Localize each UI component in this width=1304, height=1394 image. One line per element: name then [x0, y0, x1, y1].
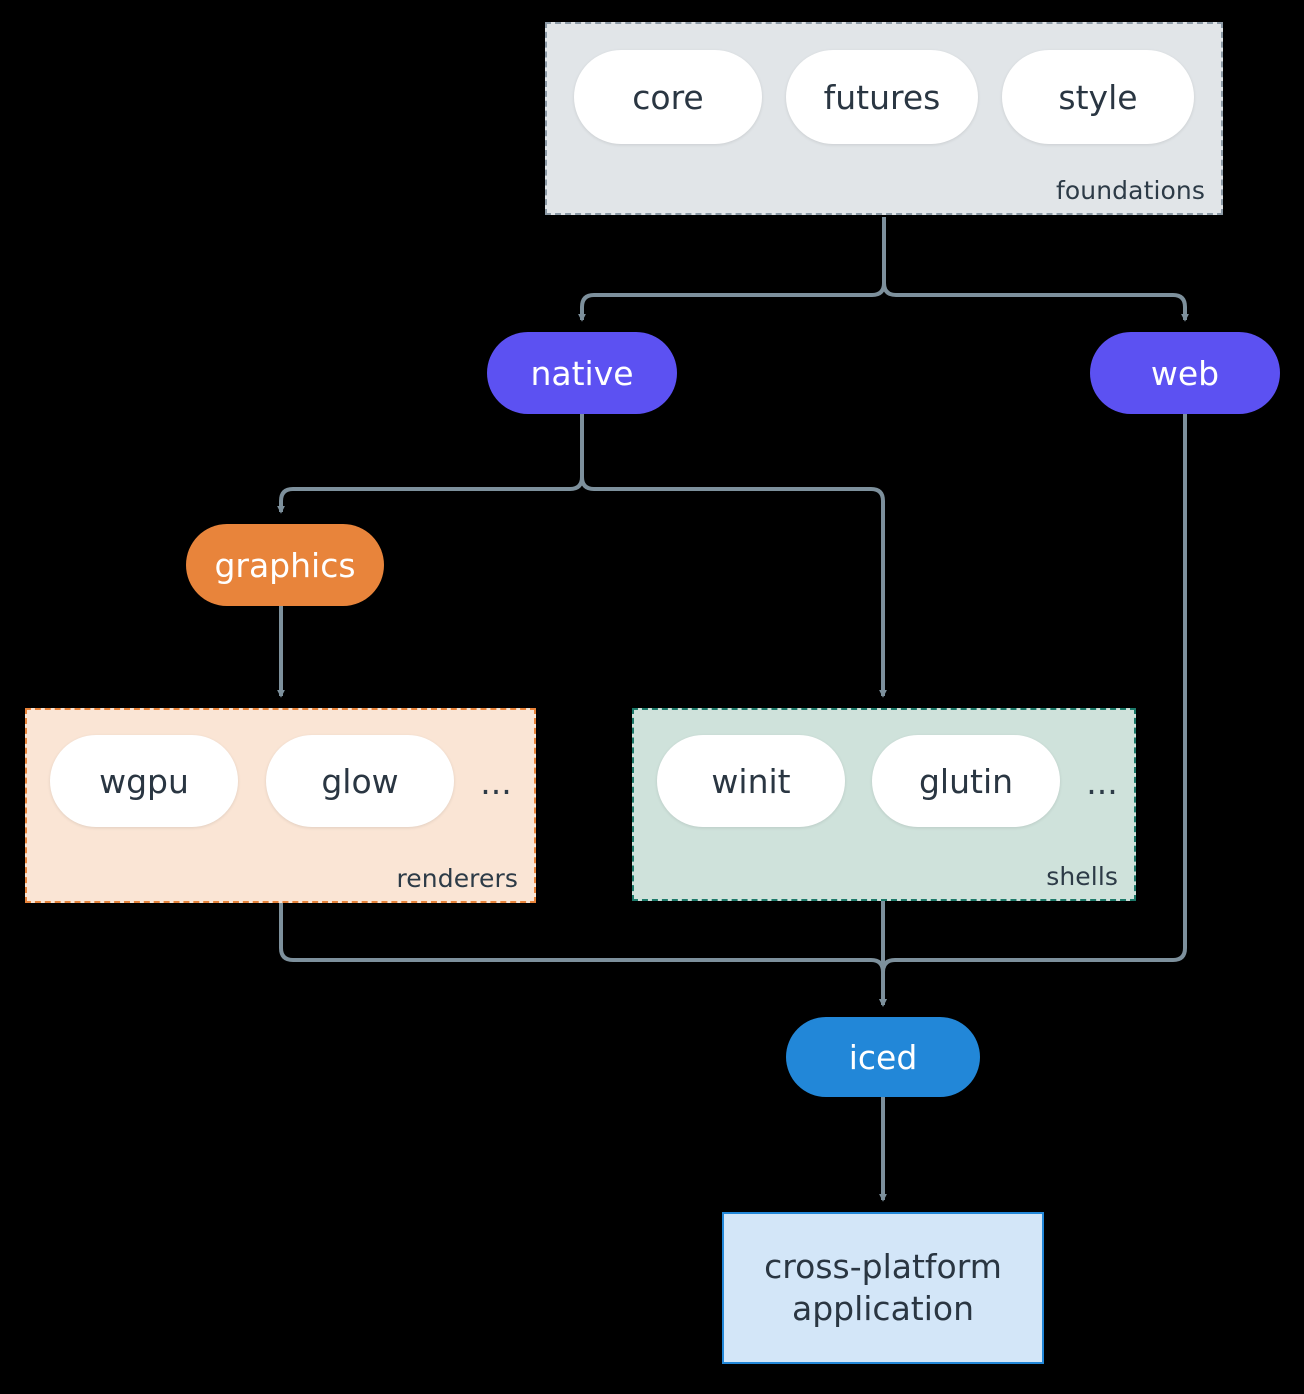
leaf-label-style: style — [1058, 77, 1138, 117]
node-graphics[interactable]: graphics — [186, 524, 384, 606]
leaf-node-winit[interactable]: winit — [657, 735, 845, 827]
leaf-node-glow[interactable]: glow — [266, 735, 454, 827]
leaf-node-futures[interactable]: futures — [786, 50, 978, 144]
node-web[interactable]: web — [1090, 332, 1280, 414]
leaf-node-wgpu[interactable]: wgpu — [50, 735, 238, 827]
node-application[interactable]: cross-platform application — [722, 1212, 1044, 1364]
node-label-iced: iced — [848, 1037, 918, 1077]
leaf-node-core[interactable]: core — [574, 50, 762, 144]
node-iced[interactable]: iced — [786, 1017, 980, 1097]
leaf-label-winit: winit — [711, 761, 791, 801]
cluster-label-shells: shells — [1046, 862, 1118, 891]
cluster-label-renderers: renderers — [396, 864, 518, 893]
leaf-label-glow: glow — [321, 761, 399, 801]
node-native[interactable]: native — [487, 332, 677, 414]
cluster-label-foundations: foundations — [1056, 176, 1205, 205]
application-label-line2: application — [791, 1289, 975, 1328]
leaf-label-core: core — [632, 77, 704, 117]
leaf-label-futures: futures — [823, 77, 941, 117]
node-label-graphics: graphics — [214, 545, 356, 585]
ellipsis-shells: ... — [1086, 762, 1118, 802]
node-label-native: native — [530, 353, 634, 393]
ellipsis-renderers: ... — [480, 762, 512, 802]
leaf-label-glutin: glutin — [918, 761, 1014, 801]
application-label-line1: cross-platform — [764, 1246, 1002, 1286]
leaf-node-style[interactable]: style — [1002, 50, 1194, 144]
leaf-label-wgpu: wgpu — [99, 761, 189, 801]
leaf-node-glutin[interactable]: glutin — [872, 735, 1060, 827]
node-label-web: web — [1150, 353, 1220, 393]
